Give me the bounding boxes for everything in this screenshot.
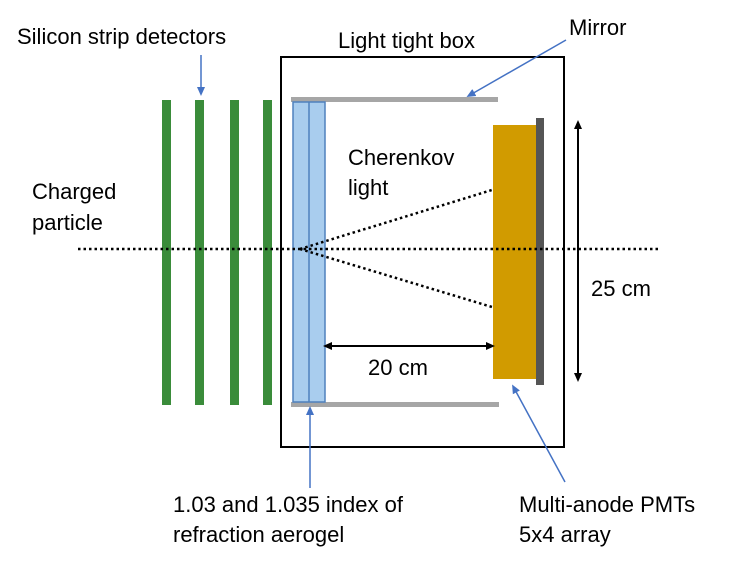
mirror-pointer-arrow	[466, 39, 567, 97]
light-tight-box	[280, 56, 565, 448]
mirror-top	[291, 97, 498, 102]
cherenkov-light-label: Cherenkov	[348, 145, 454, 170]
silicon-strip	[230, 100, 239, 405]
height-label: 25 cm	[591, 276, 651, 301]
cherenkov-ray-upper	[299, 188, 493, 251]
aerogel-label-line2: refraction aerogel	[173, 522, 344, 547]
pmt-array	[493, 125, 536, 379]
pmt-label-line2: 5x4 array	[519, 522, 611, 547]
cherenkov-light-label-line2: light	[348, 175, 388, 200]
pmt-label: Multi-anode PMTs	[519, 492, 695, 517]
cherenkov-ray-lower	[299, 247, 493, 309]
charged-particle-label: Charged	[32, 179, 116, 204]
aerogel-radiator	[292, 101, 326, 403]
mirror-bottom	[291, 402, 499, 407]
silicon-strip-label: Silicon strip detectors	[17, 24, 226, 49]
mirror-label: Mirror	[569, 15, 626, 40]
pmt-backplate	[536, 118, 544, 385]
silicon-strip	[162, 100, 171, 405]
silicon-strip	[263, 100, 272, 405]
charged-particle-label-line2: particle	[32, 210, 103, 235]
silicon-strip-detectors	[162, 100, 272, 405]
distance-label: 20 cm	[368, 355, 428, 380]
silicon-strip	[195, 100, 204, 405]
pmt-pointer-arrow	[512, 384, 566, 483]
aerogel-label: 1.03 and 1.035 index of	[173, 492, 404, 517]
light-tight-box-label: Light tight box	[338, 28, 475, 53]
